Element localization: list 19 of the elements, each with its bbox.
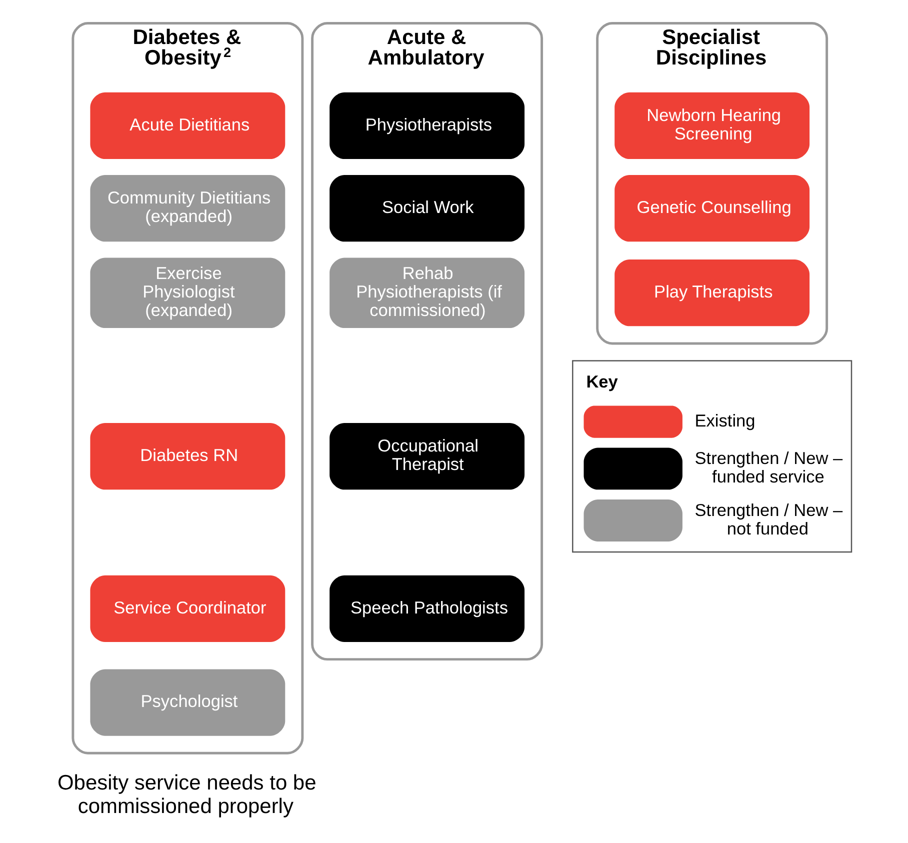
node-box: Acute Dietitians	[90, 92, 285, 159]
legend-label: Existing	[694, 410, 755, 430]
node-box: Psychologist	[90, 669, 285, 736]
legend-label: Strengthen / New – funded service	[694, 448, 842, 487]
node-box: Diabetes RN	[90, 423, 285, 490]
node-box: Newborn Hearing Screening	[614, 92, 810, 159]
label: Key	[586, 372, 618, 392]
node-box: Community Dietitians (expanded)	[90, 175, 285, 242]
node-box: Service Coordinator	[90, 575, 285, 642]
node-box: Social Work	[329, 175, 524, 242]
node-box: Occupational Therapist	[329, 423, 524, 490]
node-box: Exercise Physiologist (expanded)	[90, 258, 285, 328]
node-box: Physiotherapists	[329, 92, 524, 159]
label: Obesity service needs to be commissioned properly	[57, 772, 316, 818]
node-box: Play Therapists	[614, 260, 810, 326]
node-box: Genetic Counselling	[614, 175, 810, 242]
legend-label: Strengthen / New – not funded	[694, 500, 842, 538]
node-box: Rehab Physiotherapists (if commissioned)	[329, 258, 524, 328]
node-box: Speech Pathologists	[329, 575, 524, 642]
